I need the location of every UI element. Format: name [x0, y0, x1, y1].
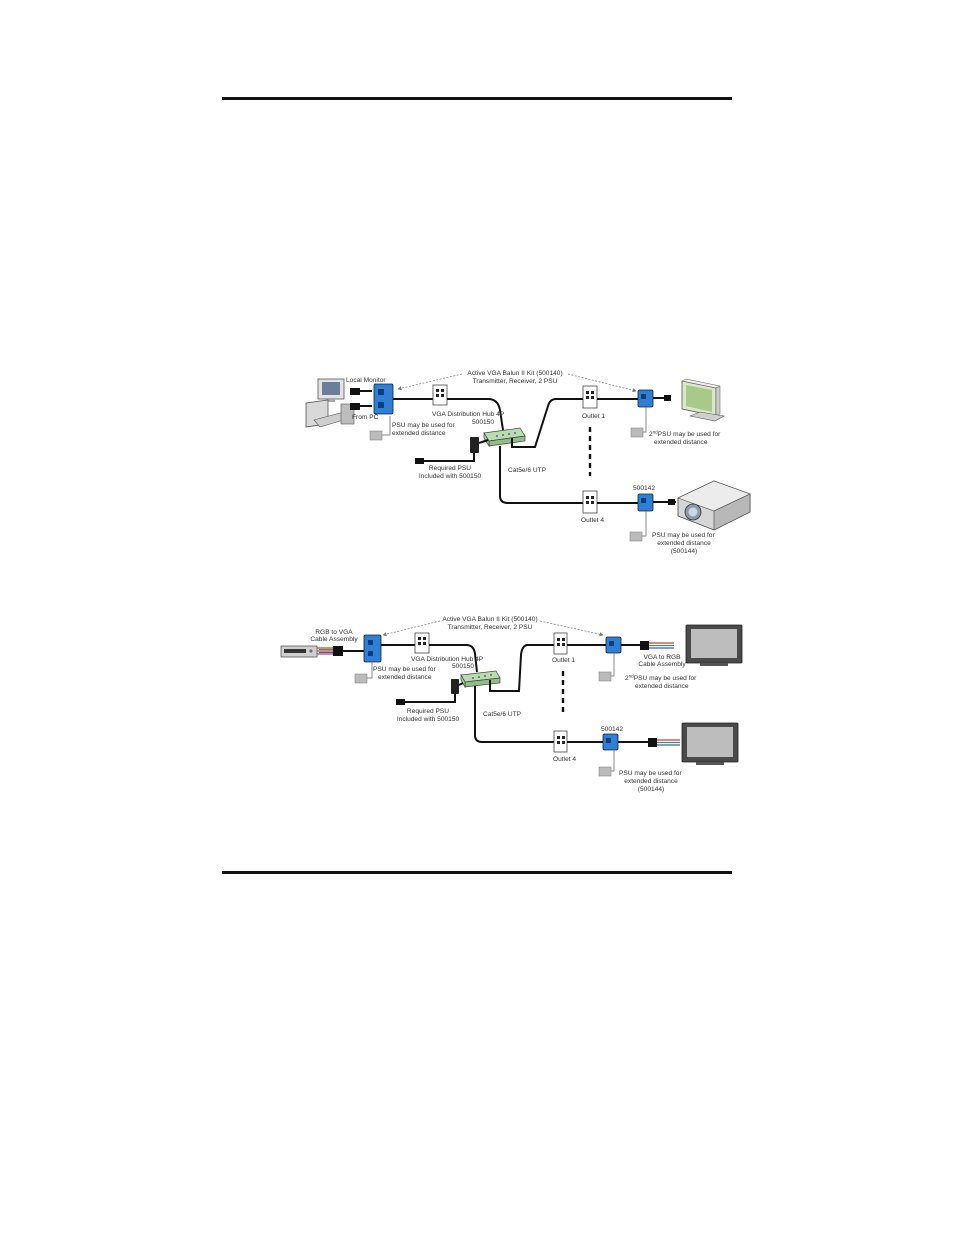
required-psu-label-line1: Required PSU — [429, 465, 471, 472]
kit-arrow-left — [382, 620, 441, 637]
transmitter-balun-icon — [373, 383, 394, 415]
psu-rx-label-line2: extended distance — [657, 540, 711, 547]
vga-connector-icon — [350, 388, 372, 410]
vga-to-rgb-label-line2: Cable Assembly — [638, 661, 686, 668]
from-pc-label: From PC — [352, 414, 379, 421]
kit-arrow-right — [567, 373, 637, 393]
hub-part-label: 500150 — [452, 663, 474, 670]
second-psu-superscript: nd — [629, 674, 635, 679]
rgb-to-vga-label-line2: Cable Assembly — [310, 636, 358, 643]
vga-distribution-diagram-rgb: Active VGA Balun II Kit (500140) Transmi… — [280, 616, 743, 793]
projector-icon — [677, 480, 751, 531]
outlet-1-wall-plate-icon — [553, 632, 568, 655]
utp-cable — [447, 398, 504, 431]
second-psu-text: PSU may be used for — [634, 675, 697, 682]
second-psu-label-line1: 2ndPSU may be used for — [625, 674, 697, 683]
second-psu-label-line2: extended distance — [635, 683, 689, 690]
psu-tx-label-line1: PSU may be used for — [392, 422, 455, 429]
utp-cable — [499, 446, 583, 504]
psu-adapter-icon — [629, 511, 647, 542]
vga-to-rgb-cable-icon — [648, 738, 680, 747]
flat-panel-tv-icon — [681, 722, 739, 765]
cable-type-label: Cat5e/6 UTP — [508, 467, 547, 474]
hub-part-label: 500150 — [472, 419, 494, 426]
vga-to-rgb-cable-icon — [640, 641, 674, 650]
psu-adapter-icon — [354, 662, 373, 684]
outlet-4-label: Outlet 4 — [581, 517, 604, 524]
outlet-4-wall-plate-icon — [553, 730, 568, 753]
lcd-monitor-icon — [681, 378, 725, 422]
psu-adapter-icon — [630, 407, 647, 438]
psu-rx-label-line3: (500144) — [671, 548, 697, 555]
psu-rx-label-line1: PSU may be used for — [619, 770, 682, 777]
outlet-4-wall-plate-icon — [582, 490, 598, 514]
hub-label: VGA Distribution Hub 4P — [411, 656, 484, 663]
vga-to-rgb-label-line1: VGA to RGB — [643, 654, 681, 661]
receiver-balun-icon — [637, 389, 654, 408]
required-psu-icon — [415, 437, 489, 464]
vga-distribution-diagram-monitor: Active VGA Balun II Kit (500140) Transmi… — [305, 370, 751, 555]
required-psu-label-line2: Included with 500150 — [397, 716, 460, 723]
top-rule — [222, 97, 732, 100]
receiver-part-label: 500142 — [633, 485, 655, 492]
psu-tx-label-line2: extended distance — [392, 430, 446, 437]
kit-arrow-right — [539, 620, 604, 637]
kit-arrow-left — [397, 373, 463, 391]
psu-adapter-icon — [598, 653, 615, 682]
receiver-balun-icon — [602, 733, 619, 751]
pc-computer-icon — [305, 378, 355, 428]
wall-plate-icon — [414, 632, 430, 654]
utp-cable — [474, 686, 554, 743]
psu-rx-label-line3: (500144) — [638, 786, 664, 793]
psu-adapter-icon — [369, 416, 391, 441]
local-monitor-label: Local Monitor — [346, 377, 386, 384]
outlet-1-wall-plate-icon — [582, 385, 598, 409]
psu-adapter-icon — [598, 750, 615, 777]
flat-panel-tv-icon — [685, 624, 743, 666]
psu-rx-label-line2: extended distance — [624, 778, 678, 785]
receiver-part-label: 500142 — [601, 726, 623, 733]
kit-title: Active VGA Balun II Kit (500140) — [442, 616, 537, 623]
kit-subtitle: Transmitter, Receiver, 2 PSU — [473, 378, 558, 385]
rgb-to-vga-label-line1: RGB to VGA — [315, 629, 353, 636]
required-psu-icon — [396, 679, 464, 705]
rgb-source-device-icon — [280, 645, 318, 658]
second-psu-label-line2: extended distance — [654, 439, 708, 446]
transmitter-balun-icon — [363, 634, 382, 663]
outlet-1-label: Outlet 1 — [552, 657, 575, 664]
kit-subtitle: Transmitter, Receiver, 2 PSU — [448, 624, 533, 631]
bottom-rule — [222, 871, 732, 874]
utp-cable — [489, 644, 554, 692]
psu-rx-label-line1: PSU may be used for — [652, 532, 715, 539]
kit-title: Active VGA Balun II Kit (500140) — [467, 370, 562, 377]
wall-plate-icon — [432, 384, 448, 406]
receiver-balun-icon — [605, 636, 622, 654]
receiver-balun-icon — [637, 493, 654, 512]
psu-tx-label-line2: extended distance — [378, 674, 432, 681]
vga-connector-icon — [664, 395, 671, 401]
second-psu-label-line1: 2ndPSU may be used for — [649, 430, 721, 439]
outlet-4-label: Outlet 4 — [553, 756, 576, 763]
utp-cable — [511, 398, 583, 448]
vga-connector-icon — [668, 499, 675, 505]
psu-tx-label-line1: PSU may be used for — [373, 666, 436, 673]
utp-cable — [429, 644, 478, 673]
cable-type-label: Cat5e/6 UTP — [483, 711, 522, 718]
required-psu-label-line2: Included with 500150 — [419, 473, 482, 480]
second-psu-text: PSU may be used for — [658, 431, 721, 438]
hub-label: VGA Distribution Hub 4P — [432, 411, 505, 418]
second-psu-superscript: nd — [653, 430, 659, 435]
distribution-hub-icon — [460, 670, 501, 689]
outlet-1-label: Outlet 1 — [582, 413, 605, 420]
rgb-cable-assembly-icon — [317, 646, 364, 656]
distribution-hub-icon — [483, 427, 526, 448]
required-psu-label-line1: Required PSU — [407, 708, 449, 715]
